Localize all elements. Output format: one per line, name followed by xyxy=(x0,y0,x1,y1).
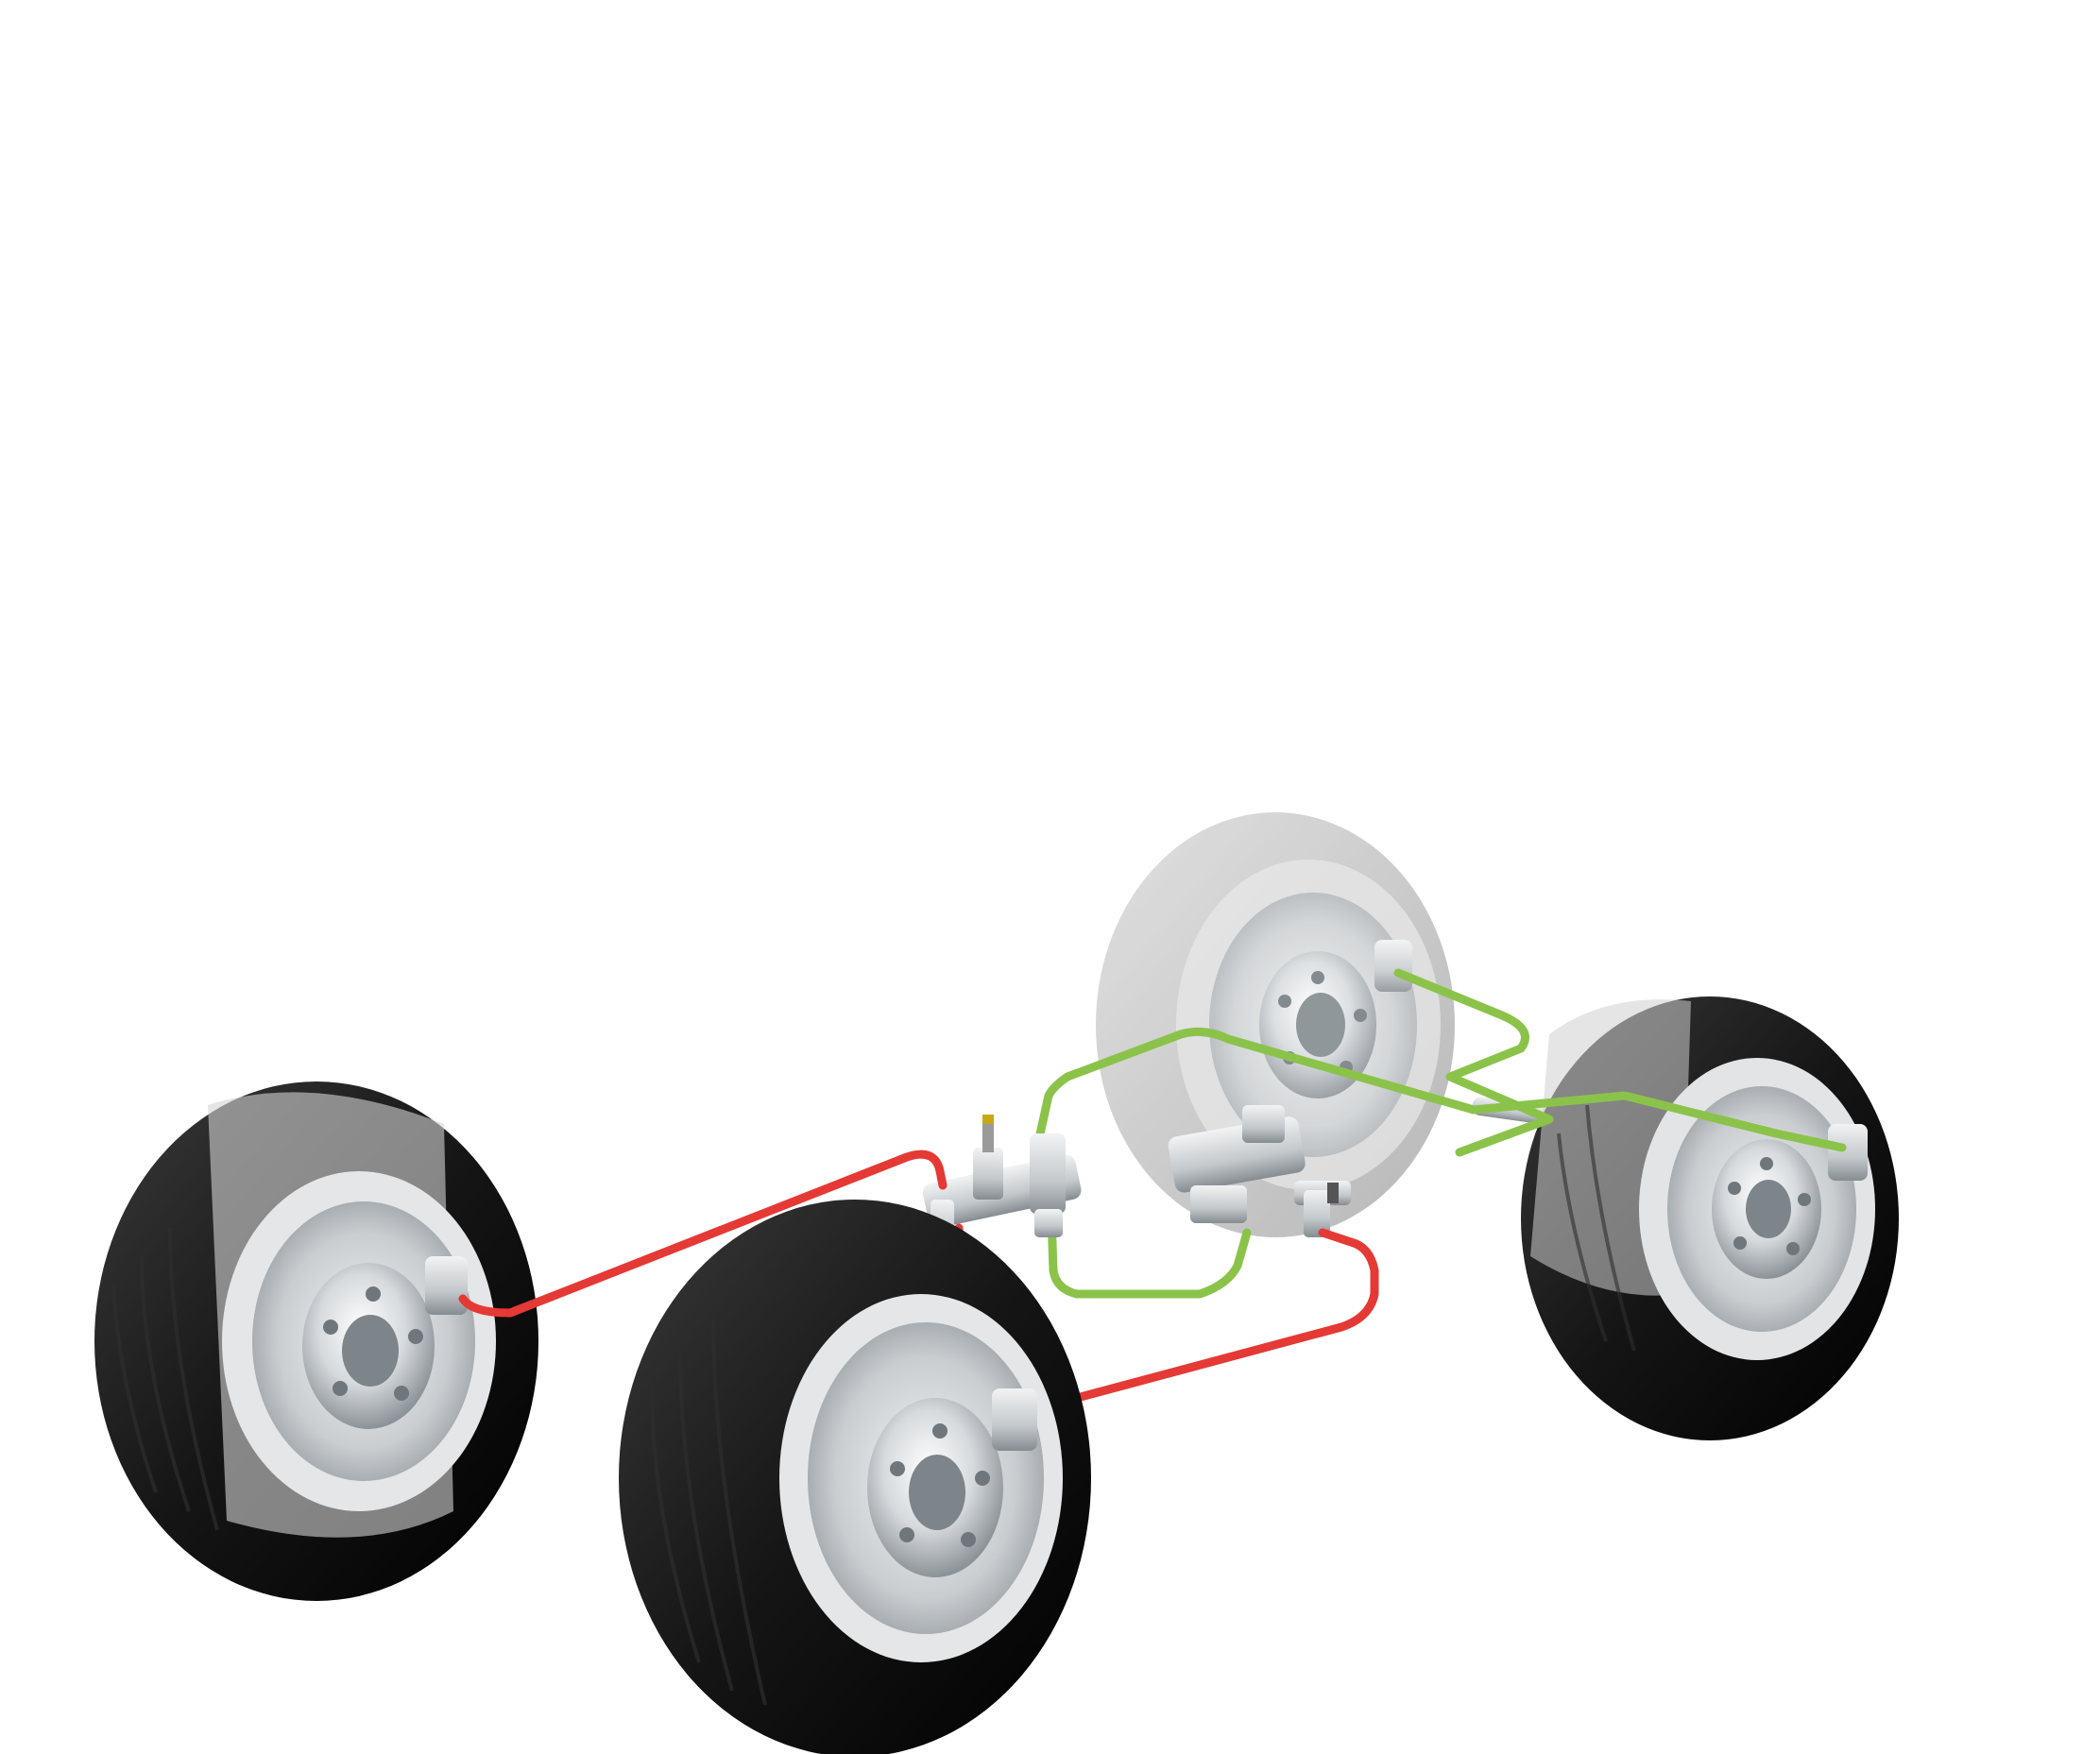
caliper-front-left xyxy=(992,1388,1037,1451)
caliper-front-right xyxy=(1828,1124,1868,1181)
wheel-rear-right xyxy=(1096,812,1455,1237)
wheel-rear-left xyxy=(94,1081,538,1601)
caliper-rear-right xyxy=(1374,940,1412,992)
wheel-front-right xyxy=(1521,996,1899,1440)
master-cylinder-left xyxy=(922,1115,1082,1252)
brake-line-circuit-b xyxy=(1034,968,1847,1299)
caliper-rear-left xyxy=(425,1256,468,1315)
master-cylinder-right xyxy=(1168,1105,1351,1237)
wheel-front-left xyxy=(619,1200,1091,1754)
